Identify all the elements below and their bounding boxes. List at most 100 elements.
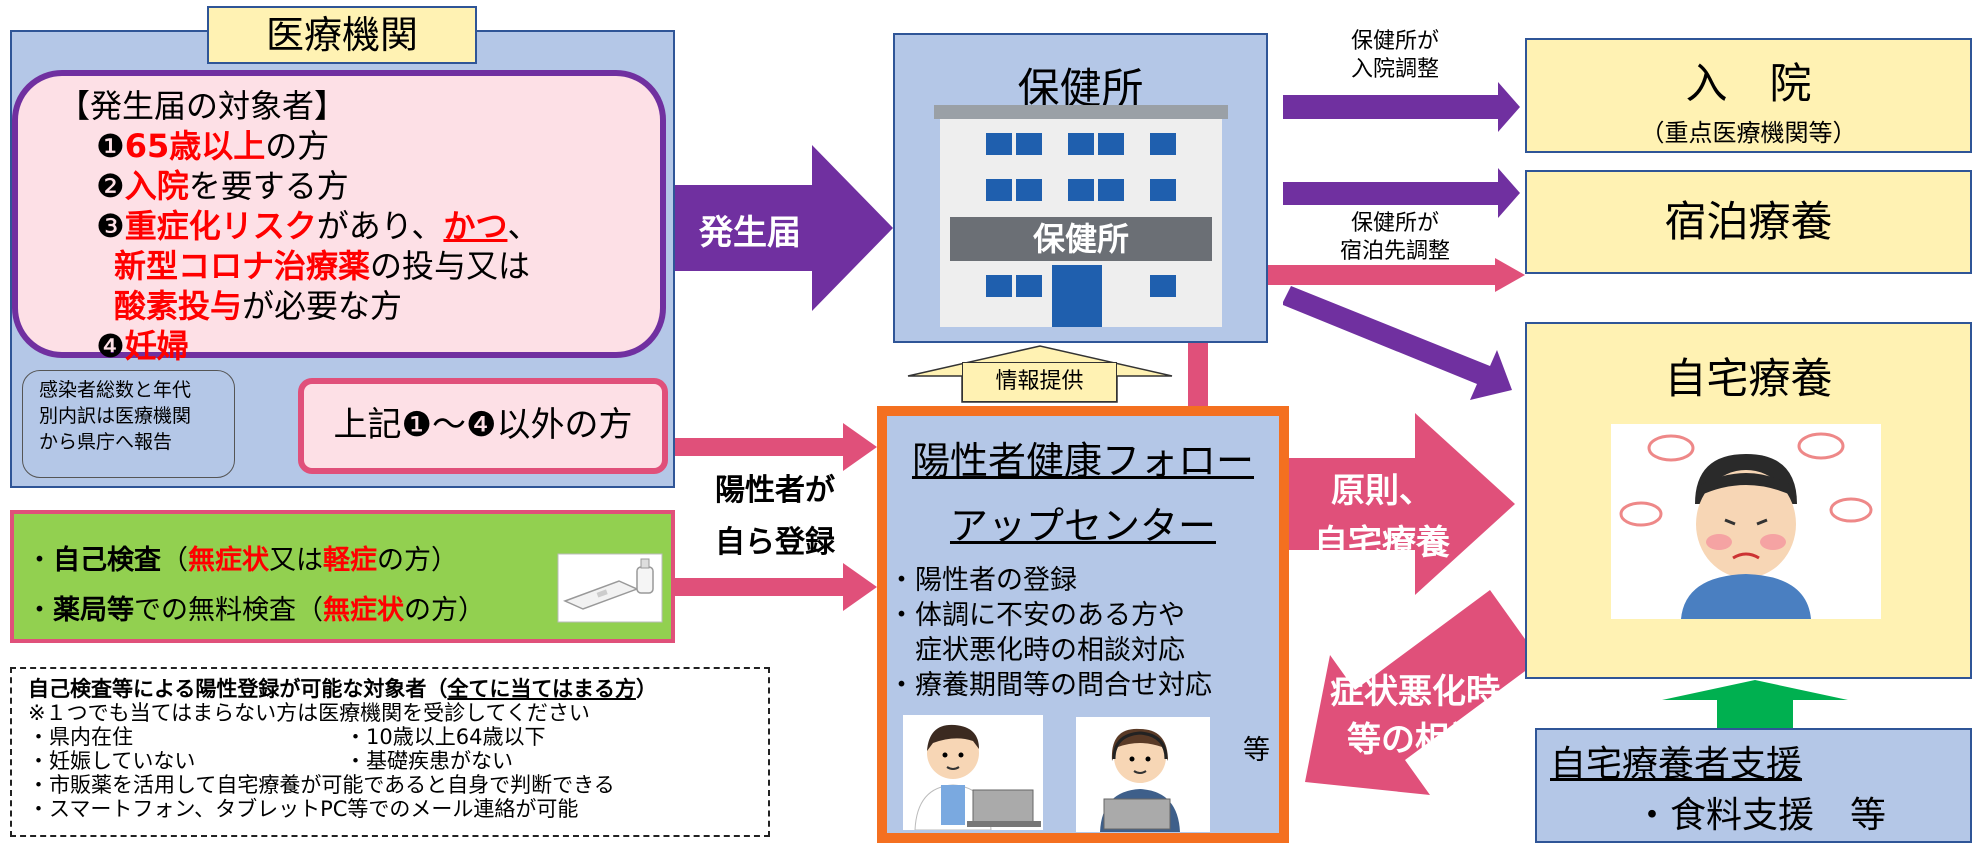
principle-line1: 原則、: [1331, 471, 1433, 511]
criterion: ・基礎疾患がない: [345, 749, 513, 773]
home-care-support-sub: ・食料支援 等: [1633, 795, 1886, 836]
hassei-arrow: [675, 145, 893, 311]
drug-label: 新型コロナ治療薬: [114, 247, 371, 285]
notification-target-box: 【発生届の対象者】 ❶65歳以上の方 ❷入院を要する方 ❸重症化リスクがあり、か…: [12, 70, 666, 365]
criterion: ・妊娠していない: [28, 749, 196, 773]
self-test-line: ・自己検査（無症状又は軽症の方）: [26, 536, 671, 586]
pregnant-label: 妊婦: [124, 327, 189, 365]
hospitalization-sub: （重点医療機関等）: [1640, 119, 1857, 147]
eligibility-title-b: ）: [635, 677, 657, 701]
principle-home-label: 原則、 自宅療養: [1292, 465, 1472, 569]
lodging-adjust-label: 保健所が 宿泊先調整: [1300, 210, 1490, 266]
asymptomatic-label: 無症状: [323, 595, 404, 626]
eligibility-box: 自己検査等による陽性登録が可能な対象者（全てに当てはまる方） ※１つでも当てはま…: [10, 667, 770, 837]
mild-label: 軽症: [323, 545, 377, 576]
hospitalization-title: 入 院: [1685, 59, 1812, 108]
risk-label: 重症化リスク: [124, 207, 317, 245]
report-note-line: から県庁へ報告: [39, 431, 173, 453]
target-item-1: ❶65歳以上の方: [58, 126, 660, 166]
selftest-to-center-arrow: [675, 563, 877, 611]
consult-line1: 症状悪化時: [1330, 672, 1500, 712]
target-item-3: ❸重症化リスクがあり、かつ、: [58, 206, 660, 246]
katsu-label: かつ: [443, 207, 508, 245]
num-1: ❶: [96, 127, 125, 165]
criterion: ・10歳以上64歳以下: [345, 725, 546, 749]
follow-up-center-list: ・陽性者の登録 ・体調に不安のある方や 症状悪化時の相談対応 ・療養期間等の問合…: [888, 563, 1280, 703]
to-home-arrow: [1283, 286, 1512, 400]
criterion: ・市販薬を活用して自宅療養が可能であると自身で判断できる: [28, 773, 615, 797]
criterion: ・県内在住: [28, 725, 133, 749]
consult-label: 症状悪化時 等の相談: [1310, 668, 1520, 764]
medical-institution-title: 医療機関: [207, 6, 477, 64]
eligibility-title-u: 全てに当てはまる方: [447, 677, 636, 701]
self-test-label: 自己検査: [53, 545, 161, 576]
service-item: 症状悪化時の相談対応: [888, 635, 1185, 666]
to-lodging-arrow: [1283, 168, 1520, 218]
eligibility-row: ・妊娠していない ・基礎疾患がない: [28, 749, 768, 773]
report-note-line: 感染者総数と年代: [39, 379, 192, 401]
paren-close: の方）: [377, 545, 458, 576]
follow-up-center-title-1: 陽性者健康フォロー: [911, 439, 1254, 483]
num-4: ❹: [96, 327, 125, 365]
health-center-title: 保健所: [1017, 64, 1144, 113]
other-patients-box: 上記❶～❹以外の方: [298, 378, 668, 474]
t3-end: 、: [507, 207, 540, 245]
t3c-rest: が必要な方: [242, 287, 403, 325]
target-header: 【発生届の対象者】: [58, 87, 347, 125]
hospital-adjust-label: 保健所が 入院調整: [1300, 28, 1490, 84]
t2-rest: を要する方: [188, 167, 349, 205]
principle-home-arrow: [1289, 413, 1515, 595]
paren-close: の方）: [404, 595, 485, 626]
eligibility-row: ・県内在住 ・10歳以上64歳以下: [28, 725, 768, 749]
num-3: ❸: [96, 207, 125, 245]
home-care-support-box: [1535, 728, 1972, 843]
principle-line2: 自宅療養: [1314, 523, 1450, 563]
criterion: ・スマートフォン、タブレットPC等でのメール連絡が可能: [28, 797, 579, 821]
service-item: ・陽性者の登録: [888, 565, 1077, 596]
follow-up-center-title-2: アップセンター: [949, 504, 1216, 548]
hospital-adjust-line2: 入院調整: [1350, 57, 1439, 82]
paren-open: （: [161, 545, 188, 576]
info-provision-label: 情報提供: [962, 362, 1117, 402]
target-item-4: ❹妊婦: [58, 326, 660, 366]
support-arrow: [1662, 680, 1848, 728]
test-kit-icon: [557, 553, 663, 623]
doctor-operator-icon: [903, 715, 1043, 830]
consult-line2: 等の相談: [1347, 720, 1483, 760]
lodging-adjust-line1: 保健所が: [1350, 211, 1439, 236]
target-item-2: ❷入院を要する方: [58, 166, 660, 206]
hospital-adjust-line1: 保健所が: [1350, 29, 1439, 54]
age-label: 65歳以上: [124, 127, 266, 165]
asymptomatic-label: 無症状: [188, 545, 269, 576]
report-note: 感染者総数と年代 別内訳は医療機関 から県庁へ報告: [22, 370, 235, 478]
target-item-3b: 新型コロナ治療薬の投与又は: [58, 246, 660, 286]
target-item-3c: 酸素投与が必要な方: [58, 286, 660, 326]
to-hospital-arrow: [1283, 82, 1520, 132]
self-register-label: 陽性者が 自ら登録: [690, 465, 860, 569]
eligibility-title: 自己検査等による陽性登録が可能な対象者（全てに当てはまる方）: [28, 677, 768, 701]
service-item: ・療養期間等の問合せ対応: [888, 670, 1212, 701]
call-operator-icon: [1076, 717, 1210, 832]
or-label: 又は: [269, 545, 323, 576]
bullet: ・: [26, 595, 53, 626]
t1-rest: の方: [265, 127, 330, 165]
pharmacy-label: 薬局等: [53, 595, 134, 626]
eligibility-title-a: 自己検査等による陽性登録が可能な対象者（: [28, 677, 448, 701]
lodging-care-box: 宿泊療養: [1525, 170, 1972, 274]
t3b-rest: の投与又は: [370, 247, 531, 285]
consult-arrow: [1305, 590, 1540, 795]
report-note-line: 別内訳は医療機関: [39, 405, 192, 427]
num-2: ❷: [96, 167, 125, 205]
eligibility-note: ※１つでも当てはまらない方は医療機関を受診してください: [28, 701, 590, 725]
oxygen-label: 酸素投与: [114, 287, 243, 325]
bullet: ・: [26, 545, 53, 576]
home-care-support-title: 自宅療養者支援: [1550, 744, 1803, 785]
t3-mid: があり、: [316, 207, 444, 245]
health-center-sign: 保健所: [1033, 220, 1129, 258]
hospitalization-box: [1525, 38, 1972, 153]
lodging-adjust-line2: 宿泊先調整: [1339, 239, 1450, 264]
sick-person-icon: [1611, 424, 1881, 619]
hosp-label: 入院: [124, 167, 189, 205]
health-center-building-icon: 保健所: [934, 105, 1228, 327]
